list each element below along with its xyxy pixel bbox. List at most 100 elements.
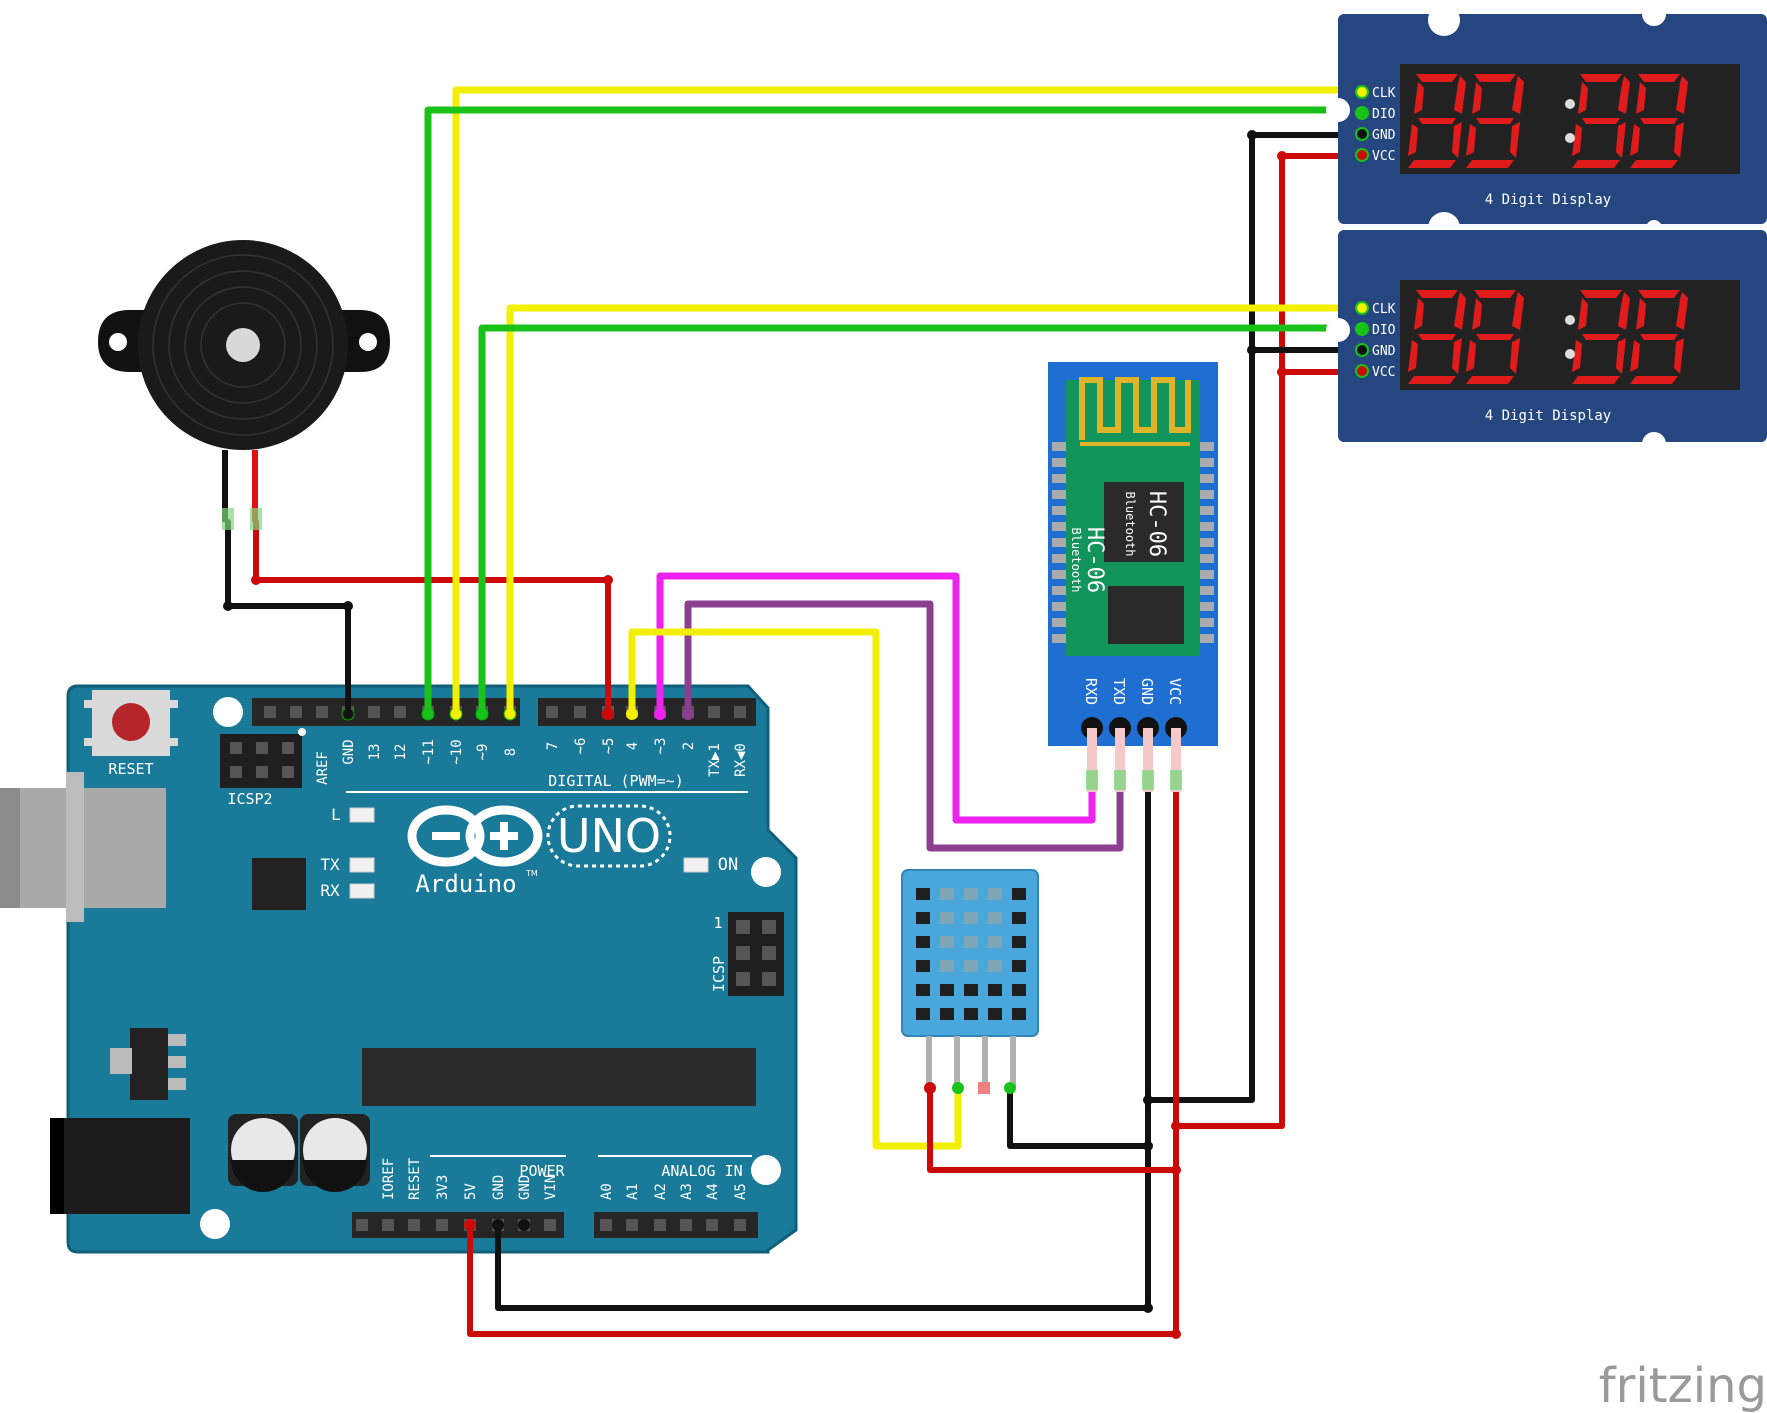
arduino-logo-text: Arduino [415,870,516,898]
pin-label-0: AREF [315,751,331,785]
header-hole [734,706,746,718]
microcontroller-chip [362,1048,756,1106]
power-pin-label-0: IOREF [381,1158,397,1200]
header-hole [546,706,558,718]
led-l [349,807,375,823]
led-l-label: L [331,805,341,824]
analog-pin-label-5: A5 [733,1183,749,1200]
led-tx-label: TX [320,855,340,874]
arduino-tm: TM [525,869,538,878]
uno-model-text: UNO [557,809,661,863]
power-pin-label-1: RESET [407,1157,423,1200]
header-hole [264,706,276,718]
pin-label-7: 8 [503,748,519,756]
display1-caption: 4 Digit Display [1485,192,1611,208]
power-pin-label-6: VIN [543,1175,559,1200]
header-hole [368,706,380,718]
bt-pin-vcc: VCC [1166,678,1184,705]
uno-badge [546,804,672,868]
display-pin [1355,127,1369,141]
display-pin [1355,301,1369,315]
bluetooth-module-hc06 [1048,362,1218,746]
power-pin-label-2: 3V3 [435,1175,451,1200]
bt-pin-gnd: GND [1138,678,1156,705]
bt-pin-rxd: RXD [1082,678,1100,705]
dht11-sensor [901,869,1039,1094]
board-outline [66,684,798,1254]
pin-label-4: ~11 [421,739,437,764]
header-hole [290,706,302,718]
mount-hole [213,697,243,727]
header-hole [680,1219,692,1231]
reset-button[interactable] [84,690,178,756]
wires [225,86,1366,1337]
colon-dot [1565,133,1575,143]
header-hole [436,1219,448,1231]
wire-junctions [223,130,1257,1313]
header-hole [706,1219,718,1231]
display1-pin-clk: CLK [1372,86,1396,101]
colon-dot [1565,349,1575,359]
bt-model-label: HC-06 [1144,491,1169,557]
power-label: POWER [519,1162,565,1180]
colon-dot [1565,315,1575,325]
header-hole [574,706,586,718]
icsp-label: ICSP [710,956,728,992]
piezo-buzzer [98,240,390,522]
icsp-pin1-label: 1 [713,914,722,932]
header-hole [382,1219,394,1231]
bt-sub-label: Bluetooth [1123,491,1137,556]
digital-header-right [538,698,756,726]
digital-label: DIGITAL (PWM=~) [548,772,683,790]
pin-label-3: 12 [393,744,409,761]
display1-pin-gnd: GND [1372,128,1396,143]
power-pin-label-5: GND [517,1175,533,1200]
display2-caption: 4 Digit Display [1485,408,1611,424]
display-pin [1355,343,1369,357]
wire-junctions-red [251,151,1287,1339]
pin-label-1: GND [341,739,357,764]
header-hole [734,1219,746,1231]
power-pin-label-3: 5V [463,1183,479,1200]
display-pin [1355,85,1369,99]
header-hole [626,1219,638,1231]
analog-pin-label-0: A0 [599,1183,615,1200]
mount-hole [200,1209,230,1239]
display2-pin-clk: CLK [1372,302,1396,317]
capacitor [300,1114,370,1192]
bt-sub-label-2: Bluetooth [1069,527,1083,592]
header-hole [544,1219,556,1231]
led-rx-label: RX [320,881,340,900]
bt-model-label-2: HC-06 [1082,527,1107,593]
header-hole [316,706,328,718]
led-tx [349,857,375,873]
power-jack [50,1118,190,1214]
header-hole [708,706,720,718]
fritzing-watermark: fritzing [1599,1358,1767,1413]
pin-label-5: ~10 [449,739,465,764]
pin-label-6: ~9 [475,744,491,761]
analog-pin-label-3: A3 [679,1183,695,1200]
mount-hole [751,857,781,887]
display-pin [1355,106,1369,120]
voltage-regulator [130,1028,168,1100]
header-hole [654,1219,666,1231]
analog-label: ANALOG IN [661,1162,742,1180]
arduino-uno-board: RESET ICSP2 1 ICSP AREF GND 13 12 ~11 ~10 ~9 8 7… [0,684,798,1254]
pin-label-r4: ~3 [653,738,669,755]
pin-label-r2: ~5 [601,738,617,755]
buzzer-pin-ends [222,508,262,530]
power-pin-label-4: GND [491,1175,507,1200]
display2-pin-gnd: GND [1372,344,1396,359]
pin-label-r5: 2 [681,742,697,750]
led-rx [349,883,375,899]
pin-label-2: 13 [367,744,383,761]
header-hole [408,1219,420,1231]
pin-label-r0: 7 [545,742,561,750]
pin-label-r3: 4 [625,742,641,750]
led-on [683,857,709,873]
analog-pin-label-2: A2 [653,1183,669,1200]
arduino-logo [407,804,672,868]
icsp2-label: ICSP2 [227,790,272,808]
